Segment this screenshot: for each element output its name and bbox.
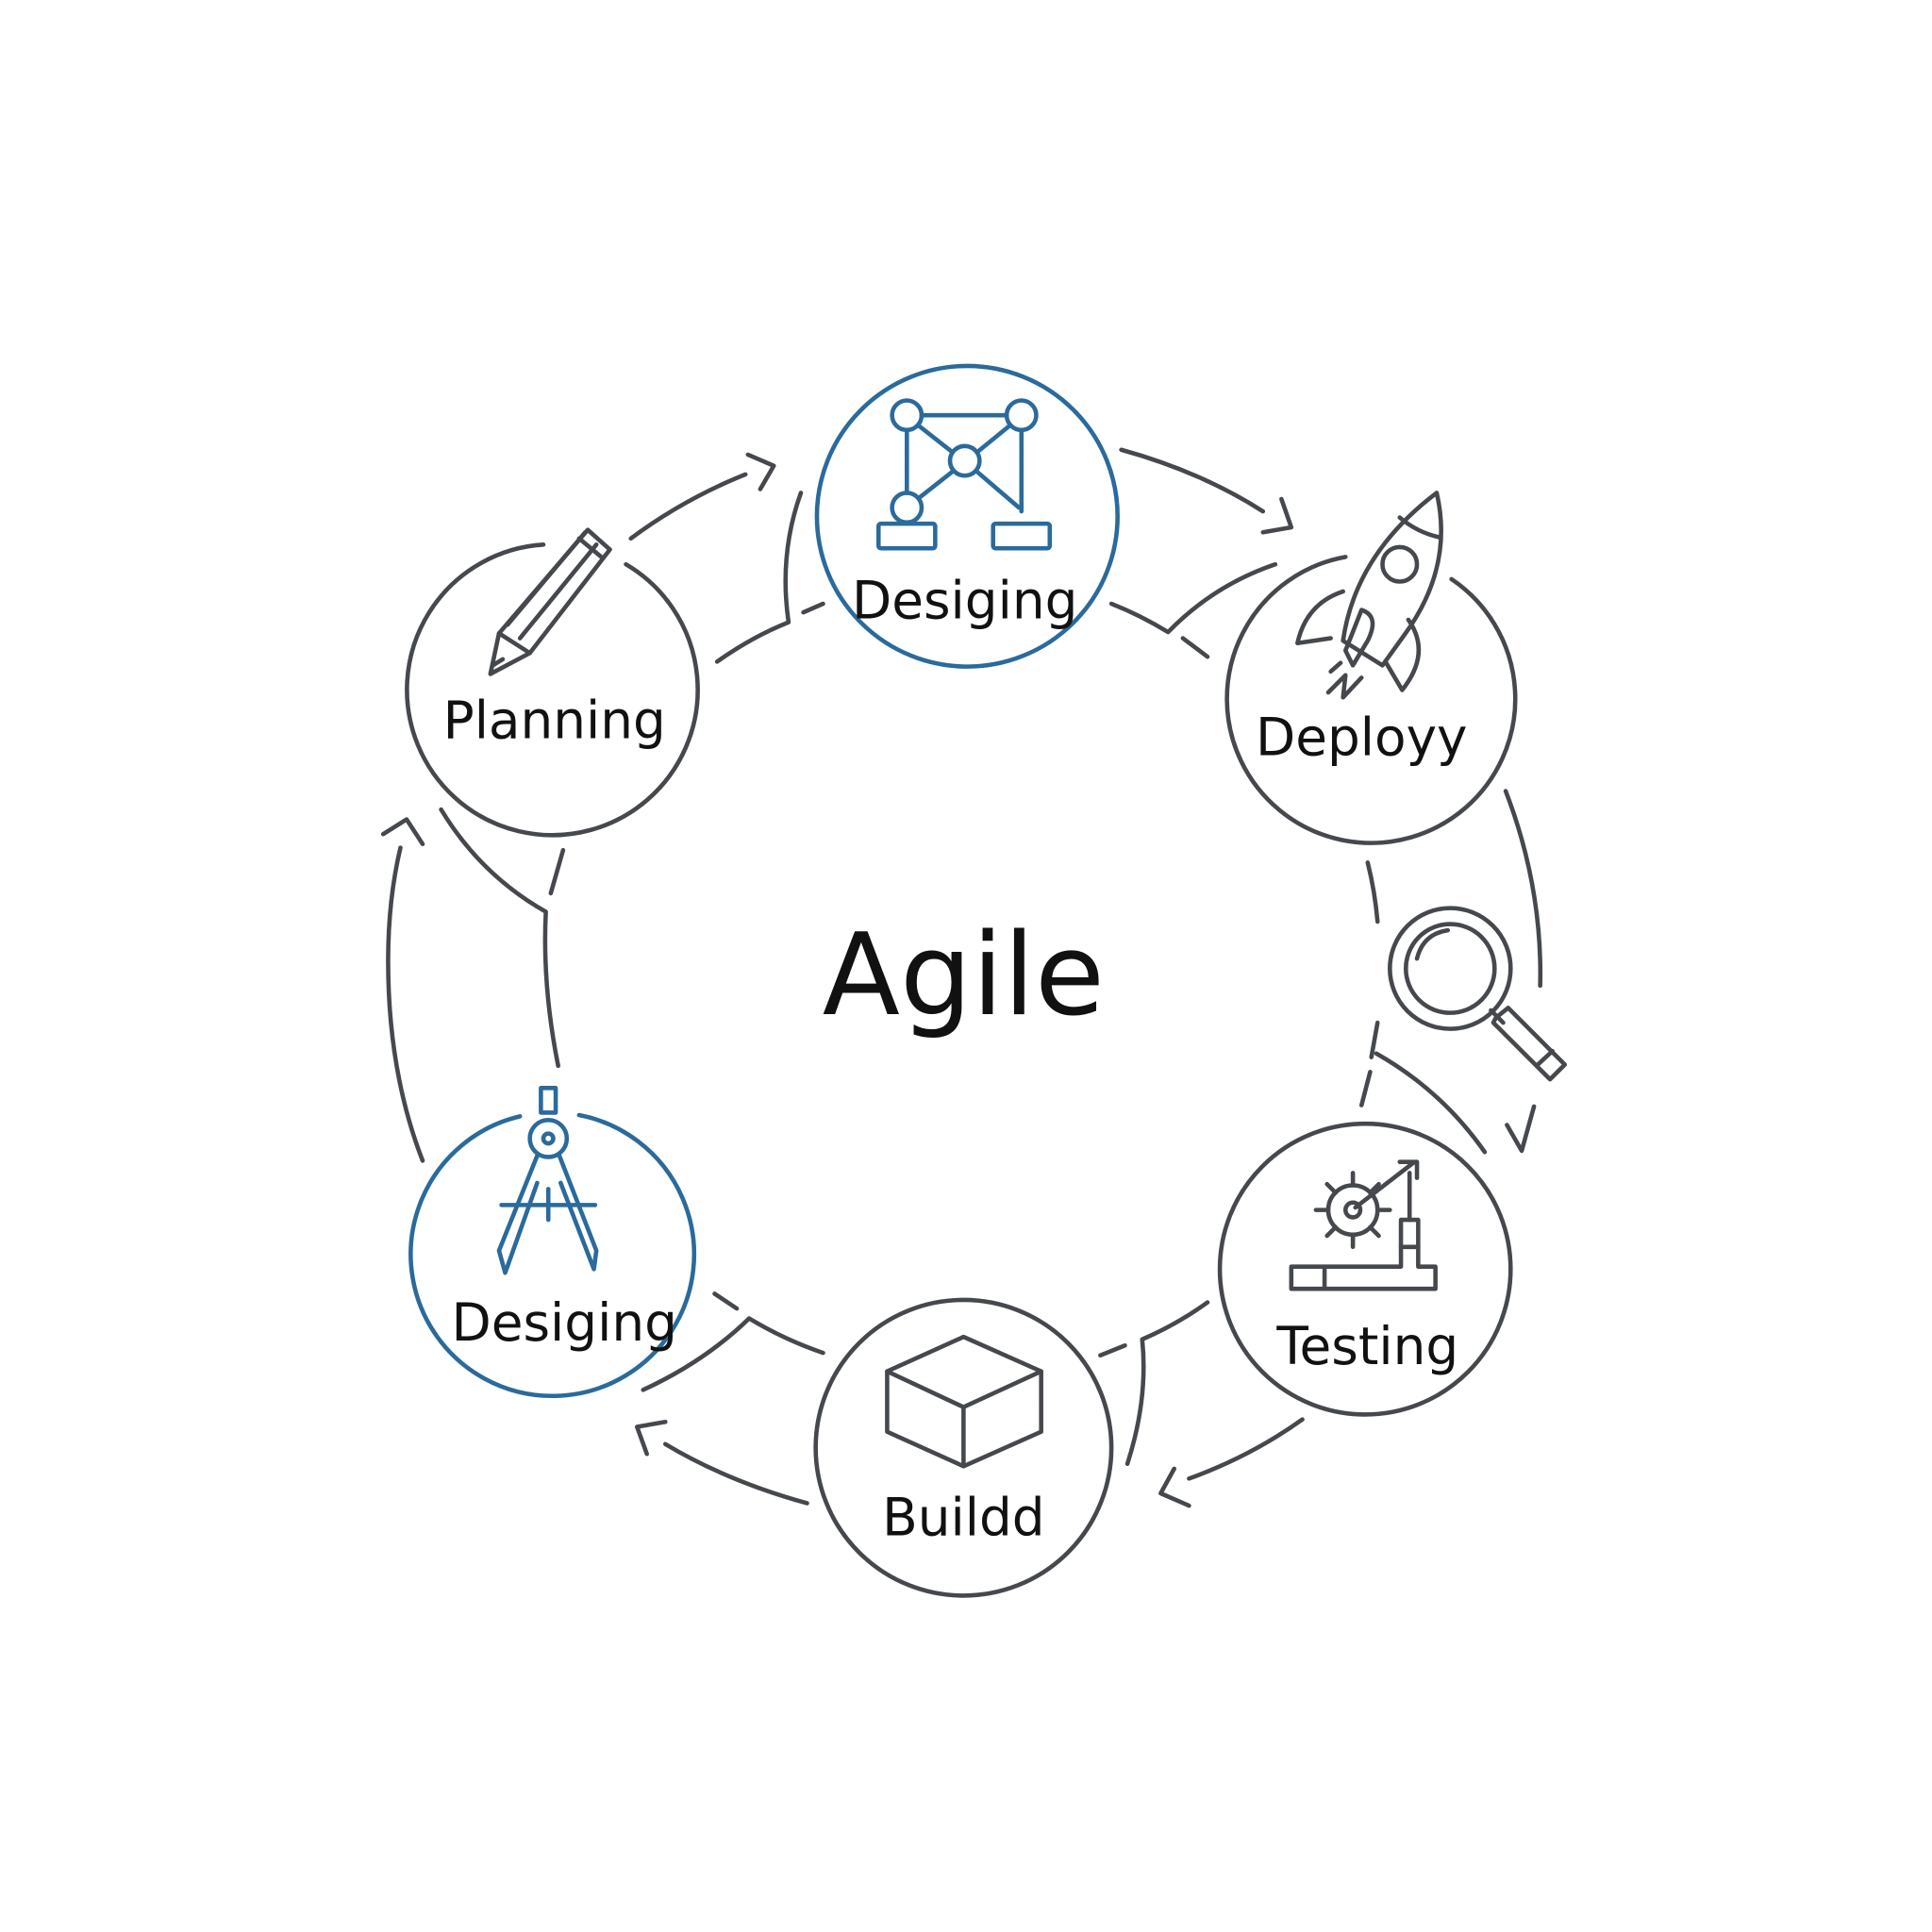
stage-circle	[1224, 555, 1518, 845]
stage-planning[interactable]: Planning	[405, 527, 700, 838]
rocket-icon	[1295, 491, 1443, 700]
stage-testing[interactable]: Testing	[1217, 1121, 1513, 1417]
stage-label: Desiging	[452, 1292, 677, 1353]
stage-circle	[1217, 1121, 1513, 1417]
stage-circle	[813, 1297, 1114, 1598]
stage-circle	[405, 542, 700, 838]
pencil-icon	[488, 527, 612, 676]
compass-icon	[496, 1086, 599, 1275]
stage-build[interactable]: Buildd	[813, 1297, 1114, 1598]
stage-designing-top[interactable]: Desiging	[814, 363, 1120, 669]
stage-circle	[814, 363, 1120, 669]
stage-label: Planning	[443, 690, 666, 750]
gear-chart-icon	[1289, 1159, 1438, 1291]
stage-label: Desiging	[852, 571, 1077, 631]
box-icon	[885, 1334, 1043, 1469]
stage-label: Buildd	[882, 1487, 1045, 1547]
stage-deploy[interactable]: Deployy	[1224, 491, 1518, 845]
network-diagram-icon	[875, 398, 1053, 551]
magnifier-icon	[1388, 906, 1568, 1082]
stage-designing-bottom[interactable]: Desiging	[408, 1086, 696, 1399]
outer-cycle-arrows	[380, 447, 1543, 1508]
inner-cycle-segments	[439, 491, 1488, 1466]
diagram-title: Agile	[823, 909, 1105, 1041]
stage-label: Deployy	[1256, 708, 1468, 768]
stage-circle	[408, 1112, 696, 1399]
stage-label: Testing	[1275, 1316, 1458, 1376]
